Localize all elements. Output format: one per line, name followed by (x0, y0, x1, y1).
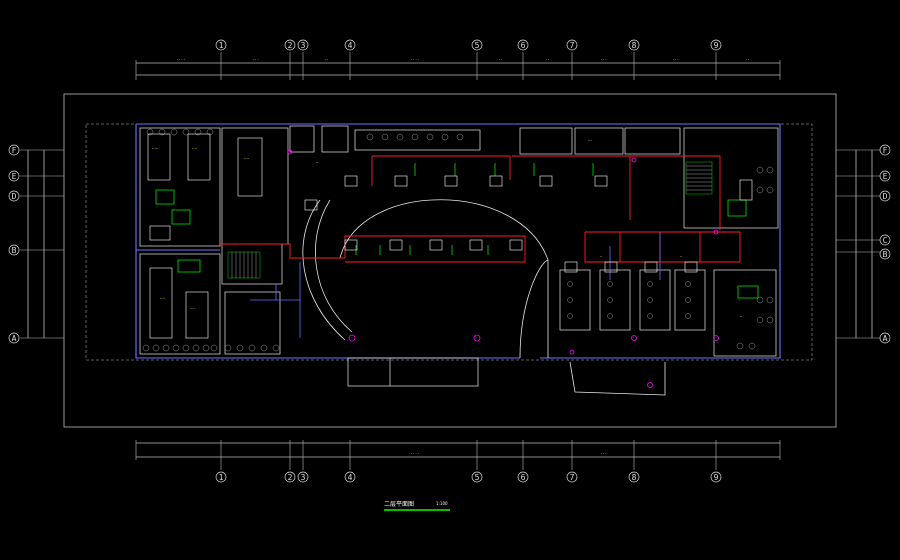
equipment-units (147, 133, 753, 339)
drawing-title-block: 二层平面图 1:100 (384, 501, 450, 511)
grid-row-a-right: A (883, 334, 888, 343)
grid-col-1-top: 1 (219, 41, 224, 50)
row-grid-ticks (20, 149, 880, 339)
building-outline (135, 123, 781, 359)
magenta-markers (287, 149, 719, 388)
svg-text:··: ·· (545, 57, 550, 62)
dimension-marks: ···· ··· ·· ···· ·· ·· ··· ··· ·· ···· ·… (176, 57, 750, 456)
grid-col-7-top: 7 (570, 41, 575, 50)
grid-col-2-bottom: 2 (288, 473, 293, 482)
grid-row-b-left: B (12, 246, 17, 255)
grid-row-a-left: A (12, 334, 17, 343)
grid-col-1-bottom: 1 (219, 473, 224, 482)
grid-col-9-bottom: 9 (714, 473, 719, 482)
svg-text:··: ·· (498, 57, 503, 62)
grid-col-8-bottom: 8 (632, 473, 637, 482)
svg-text:··: ·· (324, 57, 329, 62)
svg-text:···: ··· (588, 138, 592, 143)
svg-text:··: ·· (745, 57, 750, 62)
svg-text:····: ···· (176, 57, 186, 62)
red-duct-lines (220, 155, 741, 263)
grid-col-9-top: 9 (714, 41, 719, 50)
svg-text:·····: ····· (152, 146, 158, 151)
grid-row-e-left: E (12, 172, 17, 181)
drawing-scale: 1:100 (436, 501, 448, 506)
svg-text:····: ···· (244, 156, 249, 161)
grid-col-3-top: 3 (301, 41, 306, 50)
svg-text:··: ·· (600, 254, 603, 259)
grid-bubbles-left (8, 144, 20, 344)
atrium-curve (302, 199, 666, 396)
svg-text:··: ·· (740, 314, 743, 319)
grid-row-f-left: F (12, 146, 17, 155)
grid-col-6-bottom: 6 (521, 473, 526, 482)
svg-text:····: ···· (160, 296, 165, 301)
furniture-chairs (142, 128, 774, 352)
grid-col-3-bottom: 3 (301, 473, 306, 482)
svg-text:····: ···· (410, 57, 420, 62)
grid-bubbles-bottom (215, 471, 722, 483)
room-labels: ····· ···· ···· ···· ···· ·· ··· ·· ·· ·… (152, 138, 743, 319)
svg-text:··: ·· (680, 254, 683, 259)
grid-col-6-top: 6 (521, 41, 526, 50)
svg-text:····: ···· (192, 146, 197, 151)
svg-text:···: ··· (600, 57, 607, 62)
column-grid-ticks (135, 52, 781, 470)
grid-row-f-right: F (883, 146, 888, 155)
interior-walls (139, 125, 779, 387)
grid-col-5-top: 5 (475, 41, 480, 50)
grid-row-b-right: B (883, 250, 888, 259)
grid-bubbles-right (879, 144, 891, 344)
svg-text:····: ···· (190, 306, 195, 311)
svg-text:··: ·· (316, 160, 319, 165)
grid-labels-top: 1 2 3 4 5 6 7 8 9 (219, 41, 719, 50)
svg-text:···: ··· (600, 451, 607, 456)
svg-text:···: ··· (672, 57, 679, 62)
grid-row-c-right: C (883, 236, 888, 245)
grid-row-e-right: E (883, 172, 888, 181)
svg-text:···: ··· (252, 57, 259, 62)
drawing-title: 二层平面图 (384, 501, 414, 508)
grid-labels-bottom: 1 2 3 4 5 6 7 8 9 (219, 473, 719, 482)
grid-col-4-top: 4 (348, 41, 353, 50)
stairs (227, 161, 713, 279)
grid-labels-right: F E D C B A (883, 146, 888, 343)
outer-frame (27, 62, 873, 458)
grid-col-4-bottom: 4 (348, 473, 353, 482)
blue-duct-lines (250, 232, 661, 338)
grid-row-d-left: D (12, 192, 17, 201)
grid-col-2-top: 2 (288, 41, 293, 50)
grid-col-8-top: 8 (632, 41, 637, 50)
grid-bubbles-top (215, 39, 722, 51)
grid-col-7-bottom: 7 (570, 473, 575, 482)
svg-text:····: ···· (410, 451, 420, 456)
grid-labels-left: F E D B A (12, 146, 17, 343)
grid-col-5-bottom: 5 (475, 473, 480, 482)
grid-row-d-right: D (883, 192, 888, 201)
